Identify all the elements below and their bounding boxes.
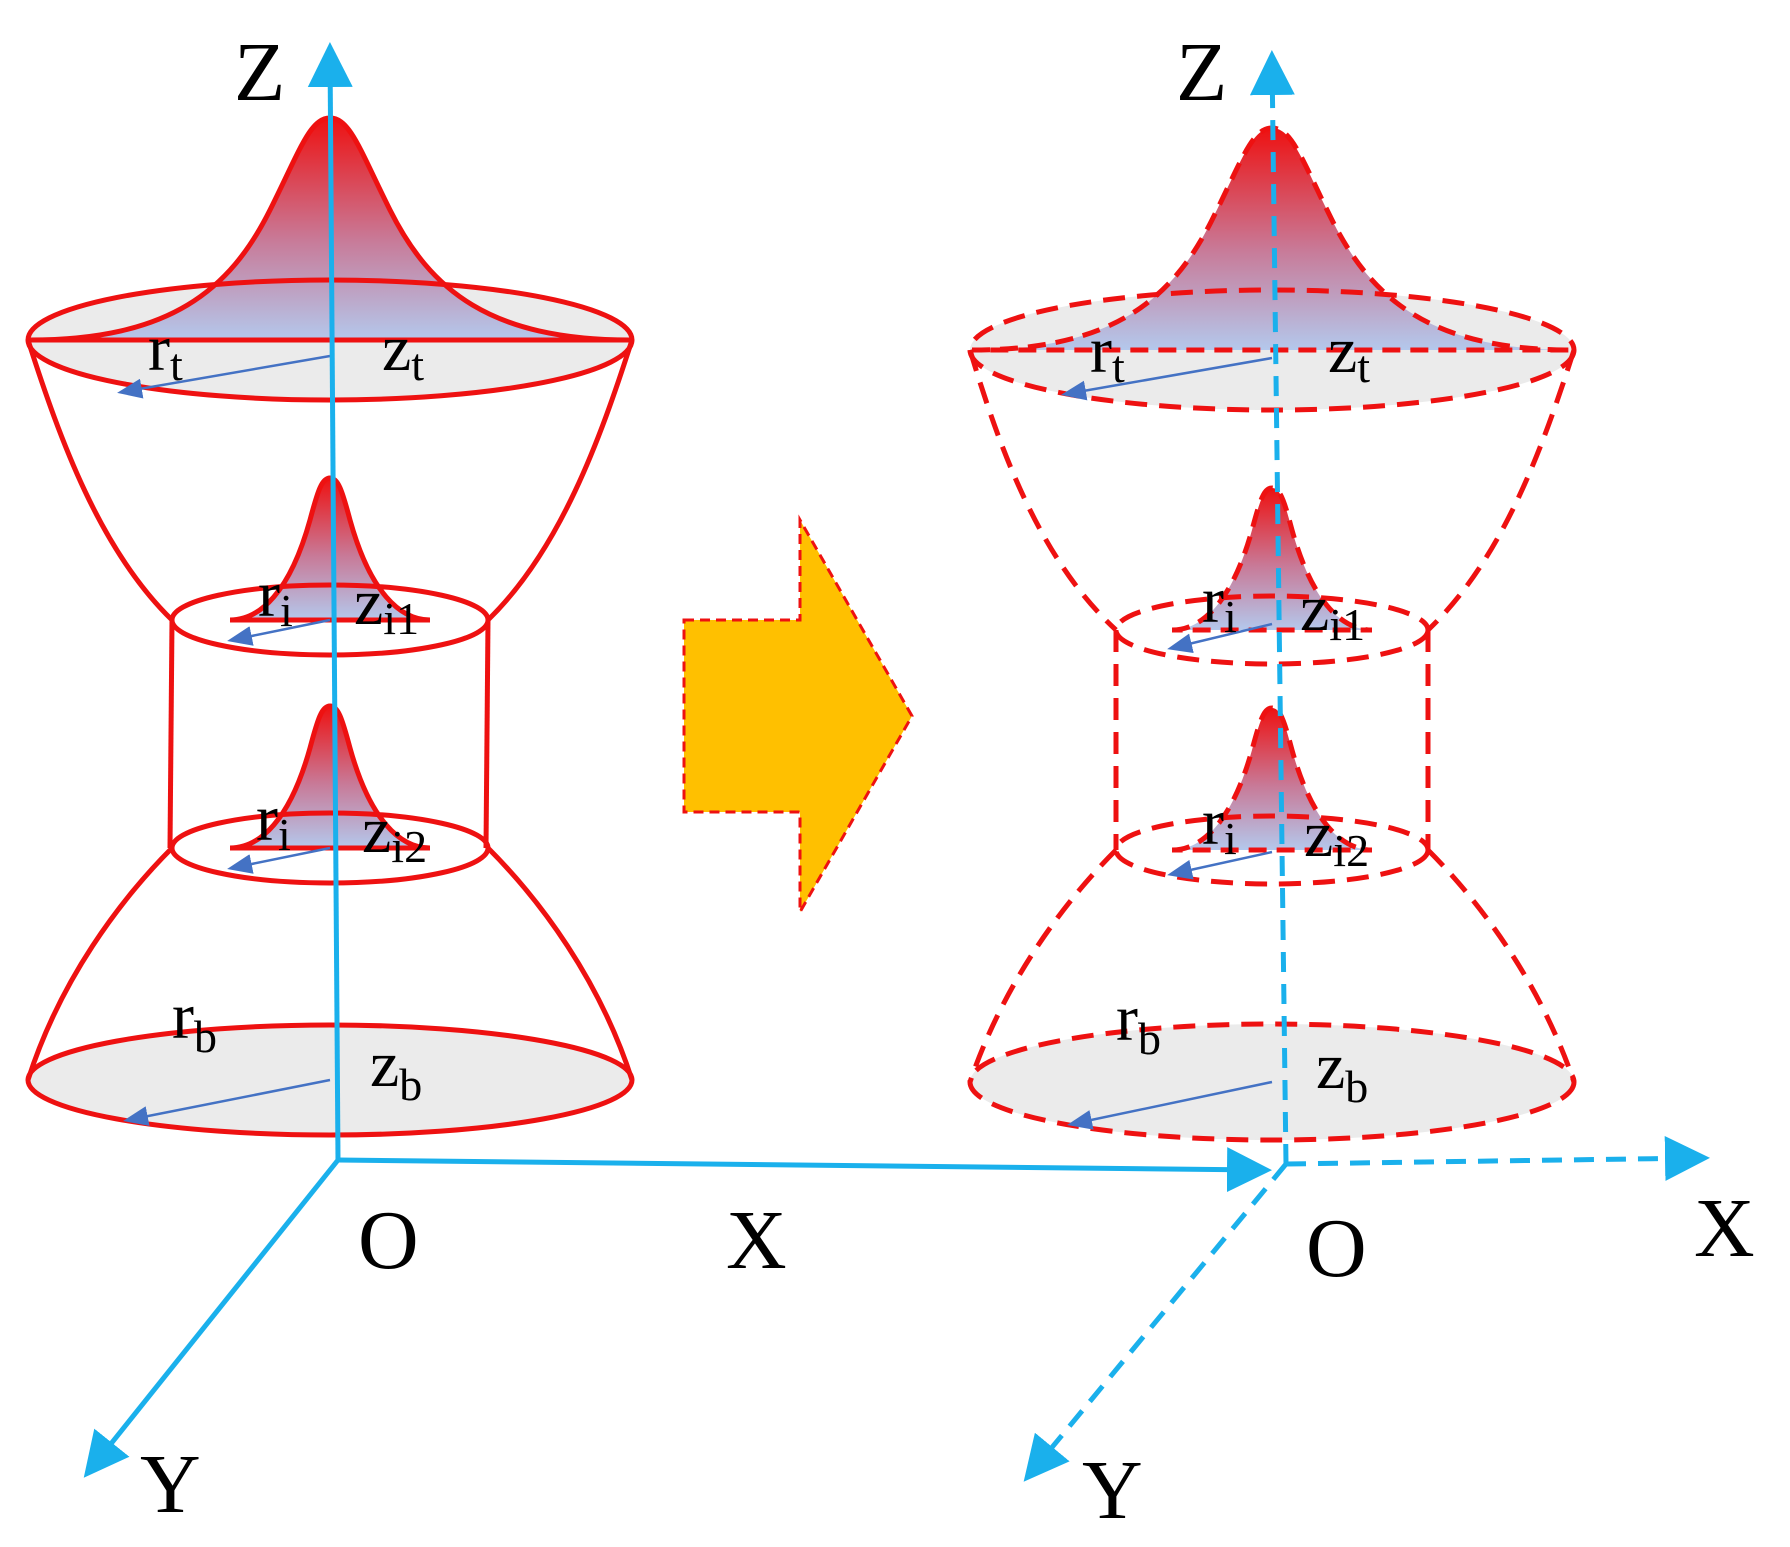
left-z-axis-label: Z xyxy=(234,26,285,119)
right-mid2-r-label: ri xyxy=(1202,786,1237,864)
right-x-axis-label: X xyxy=(1694,1182,1755,1275)
left-top-r-label: rt xyxy=(148,312,183,390)
right-mid1-z-label: zi1 xyxy=(1300,572,1365,650)
left-cylinder-right xyxy=(483,619,491,849)
right-bottom-ellipse xyxy=(967,1021,1577,1143)
left-top-z-label: zt xyxy=(382,312,424,390)
left-labels: Z X Y O rt zt ri zi1 ri zi2 rb zb xyxy=(140,26,787,1531)
left-top-radius-arrow xyxy=(117,354,331,399)
left-origin-label: O xyxy=(358,1194,419,1287)
right-arrow-icon xyxy=(682,514,914,918)
left-bottom-r-label: rb xyxy=(172,980,217,1062)
right-top-radius-arrow xyxy=(1061,356,1273,401)
left-mid2-z-label: zi2 xyxy=(362,794,427,872)
left-x-axis-label: X xyxy=(726,1194,787,1287)
right-top-r-label: rt xyxy=(1090,314,1125,392)
left-figure: Z X Y O rt zt ri zi1 ri zi2 rb zb xyxy=(25,26,1272,1531)
right-z-axis xyxy=(1249,50,1295,1165)
right-top-z-label: zt xyxy=(1328,314,1370,392)
left-cylinder-left xyxy=(167,619,175,849)
left-y-axis-label: Y xyxy=(140,1438,201,1531)
right-bottom-z-label: zb xyxy=(1316,1030,1368,1112)
right-labels: Z X Y O rt zt ri zi1 ri zi2 rb zb xyxy=(1082,26,1755,1537)
left-mid1-z-label: zi1 xyxy=(354,566,419,644)
right-origin-label: O xyxy=(1306,1202,1367,1295)
right-z-axis-label: Z xyxy=(1176,26,1227,119)
right-y-axis-label: Y xyxy=(1082,1444,1143,1537)
right-y-axis xyxy=(1023,1162,1288,1482)
right-figure: Z X Y O rt zt ri zi1 ri zi2 rb zb xyxy=(967,26,1755,1537)
right-radius-arrows xyxy=(1061,356,1273,1130)
right-bottom-radius-arrow xyxy=(1067,1080,1273,1130)
right-axes xyxy=(1023,50,1710,1482)
left-axes xyxy=(83,42,1272,1478)
right-mid2-z-label: zi2 xyxy=(1304,798,1369,876)
left-y-axis xyxy=(83,1158,340,1478)
left-radius-arrows xyxy=(117,354,331,1126)
right-mid2-radius-arrow xyxy=(1167,850,1273,880)
right-gaussians xyxy=(971,125,1573,853)
right-x-axis xyxy=(1285,1136,1710,1182)
left-z-axis xyxy=(307,42,353,1161)
left-outline xyxy=(25,277,635,1138)
left-x-axis xyxy=(337,1147,1272,1193)
right-top-frustum xyxy=(967,349,1577,632)
right-mid1-radius-arrow xyxy=(1167,622,1273,654)
left-mid1-r-label: ri xyxy=(258,558,293,636)
left-mid2-radius-arrow xyxy=(227,846,331,874)
left-top-frustum xyxy=(25,339,635,622)
left-mid1-radius-arrow xyxy=(227,618,331,646)
left-bottom-frustum xyxy=(25,846,635,1081)
left-bottom-ellipse xyxy=(25,1022,635,1138)
left-bottom-z-label: zb xyxy=(370,1028,422,1110)
right-bottom-r-label: rb xyxy=(1116,982,1161,1064)
right-mid1-r-label: ri xyxy=(1202,564,1237,642)
left-bottom-radius-arrow xyxy=(123,1078,331,1126)
right-outline xyxy=(967,287,1577,1143)
left-mid2-r-label: ri xyxy=(256,782,291,860)
